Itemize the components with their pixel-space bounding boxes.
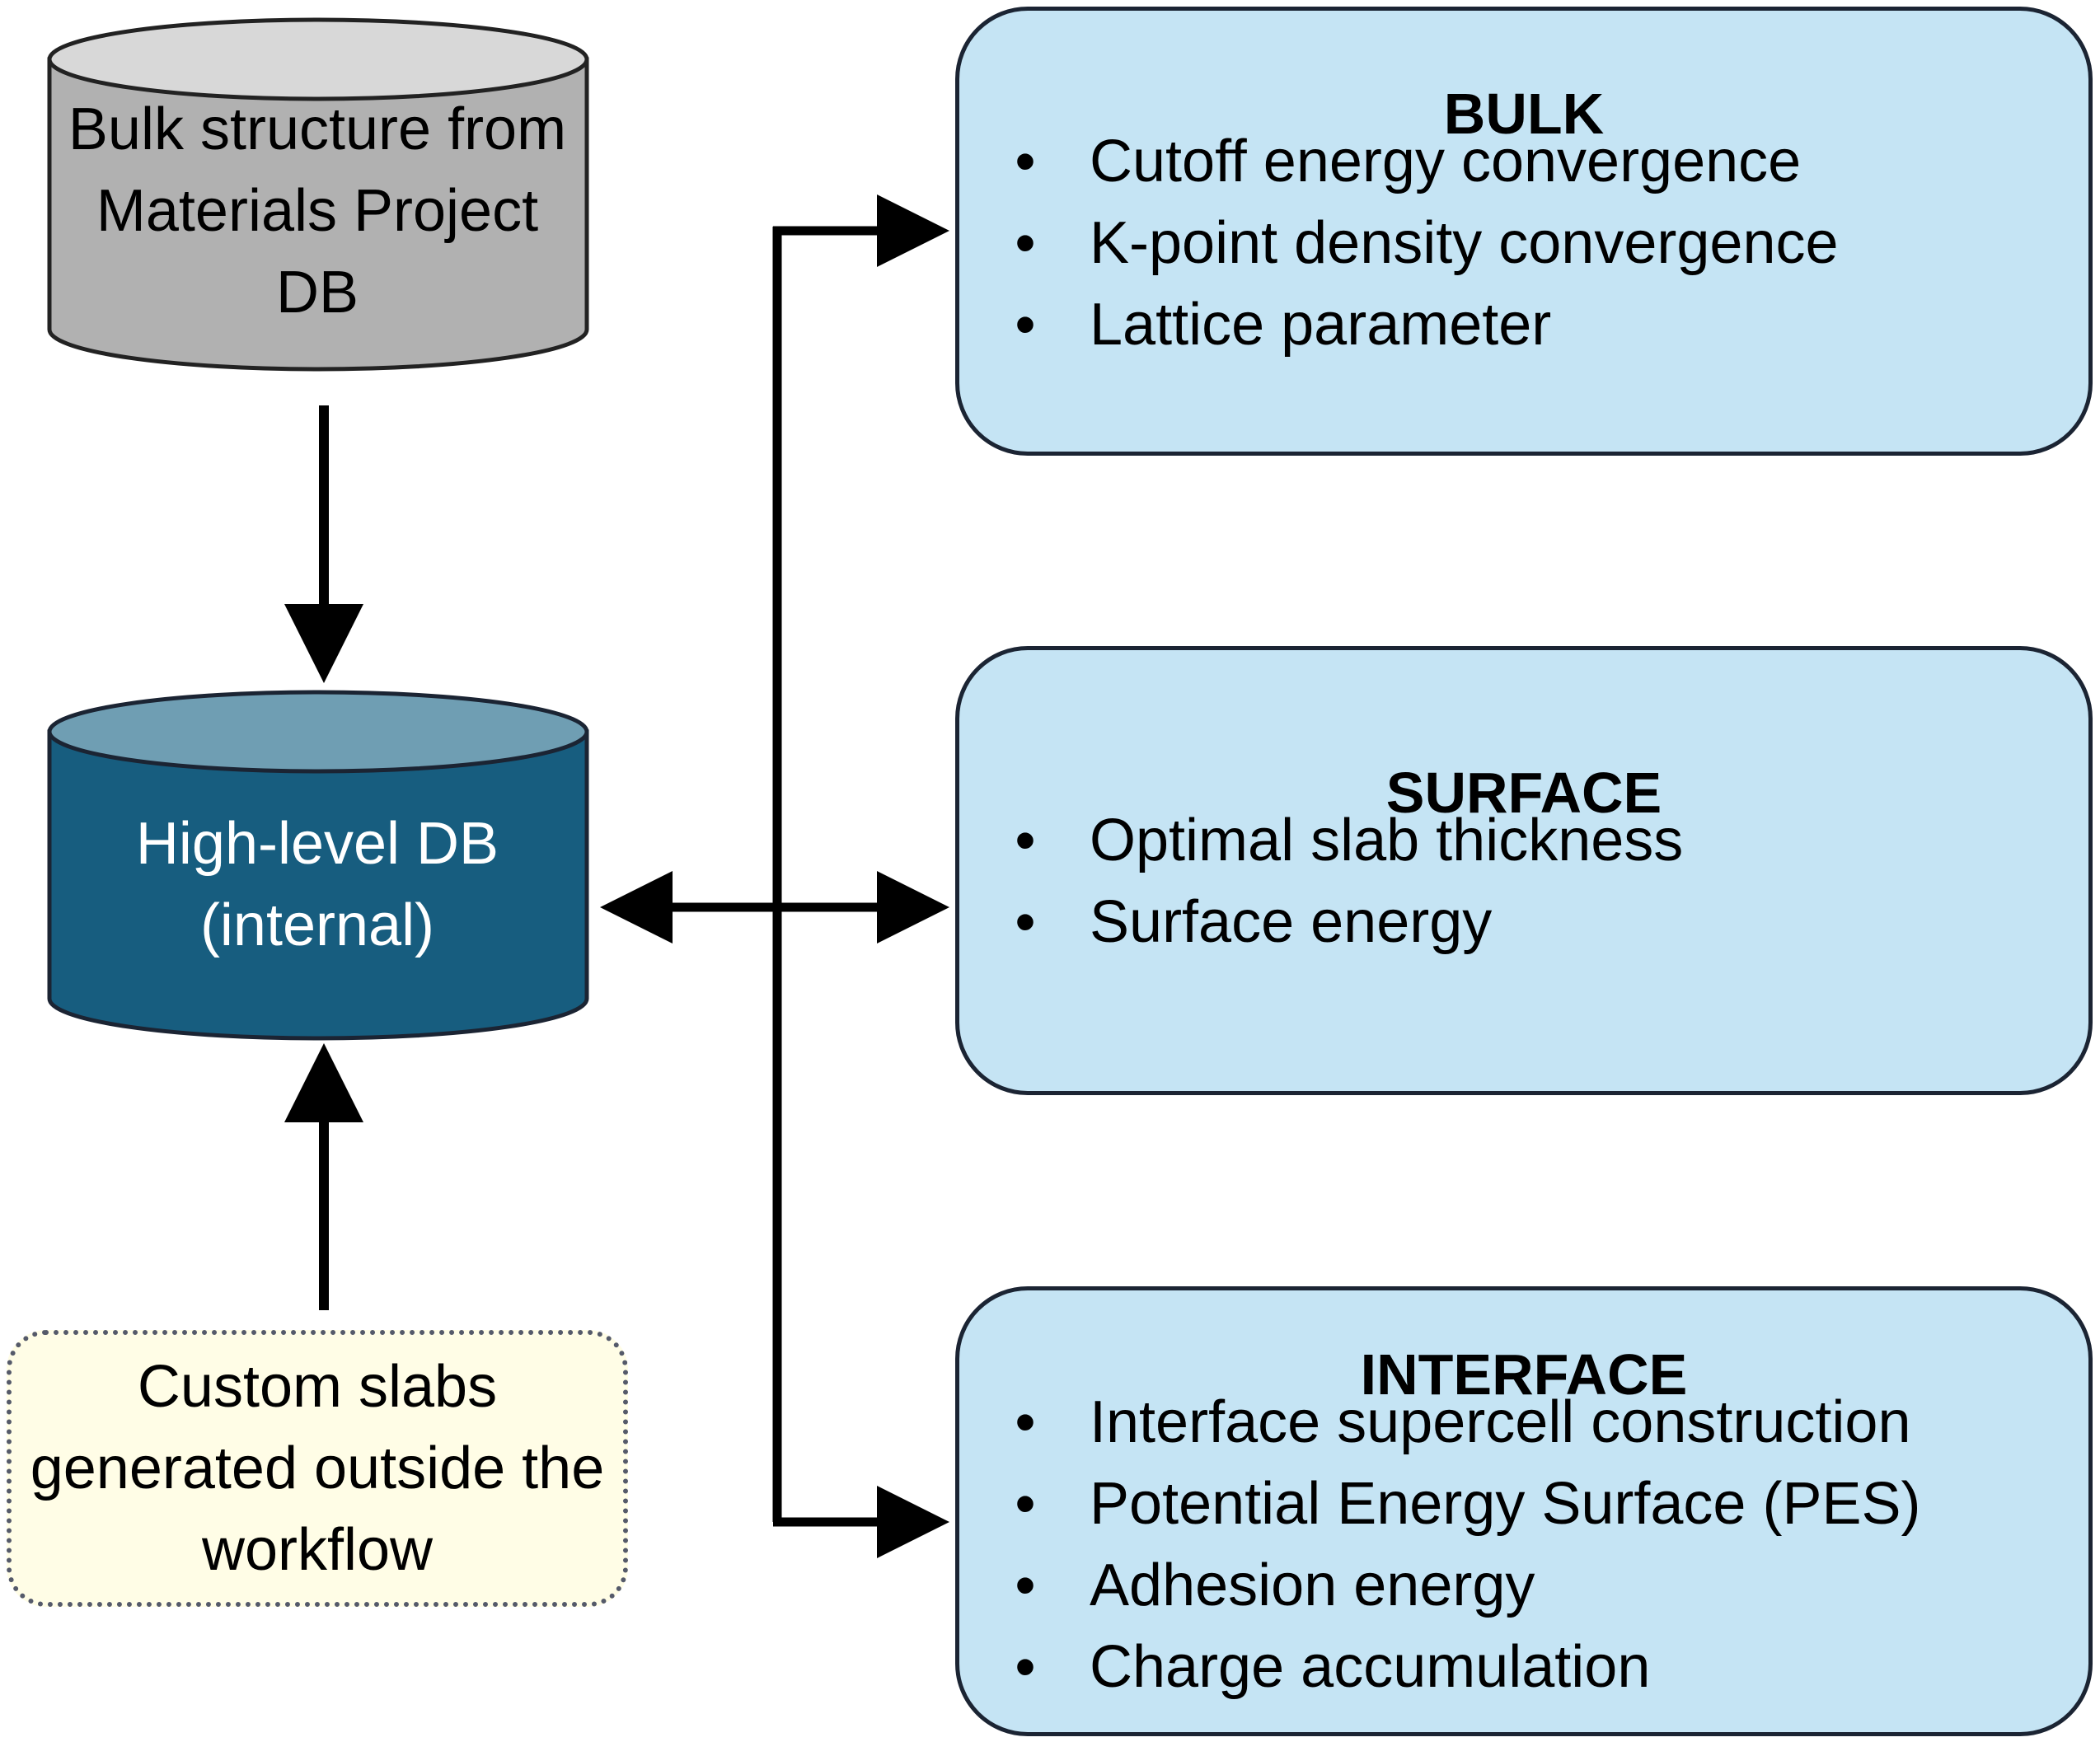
bullet: • [1015, 292, 1036, 358]
bulk-source-db [47, 17, 589, 372]
bullet: • [1015, 1471, 1036, 1537]
bullet: • [1015, 1552, 1036, 1618]
bullet: • [1015, 1634, 1036, 1700]
interface-item: Potential Energy Surface (PES) [1090, 1471, 1921, 1537]
surface-item: Optimal slab thickness [1090, 808, 1684, 873]
interface-item: Interface supercell construction [1090, 1389, 1911, 1455]
bulk-item: K-point density convergence [1090, 210, 1839, 276]
bulk-source-db-label: Bulk structure from Materials Project DB [68, 96, 567, 325]
bullet: • [1015, 129, 1036, 194]
workflow-connector [600, 194, 949, 1558]
bullet: • [1015, 889, 1036, 955]
surface-panel: SURFACE • Optimal slab thickness • Surface… [955, 646, 2093, 1095]
interface-panel: INTERFACE • Interface supercell construct… [955, 1286, 2093, 1736]
custom-slabs-box: Custom slabs generated outside the workf… [7, 1330, 628, 1607]
bullet: • [1015, 808, 1036, 873]
bulk-panel-title: BULK [1443, 82, 1605, 146]
bullet: • [1015, 210, 1036, 276]
internal-db [47, 690, 589, 1041]
surface-item: Surface energy [1090, 889, 1493, 955]
interface-item: Adhesion energy [1090, 1552, 1535, 1618]
interface-item: Charge accumulation [1090, 1634, 1651, 1700]
custom-slabs-label: Custom slabs generated outside the workf… [30, 1353, 605, 1583]
interface-panel-title: INTERFACE [1360, 1342, 1688, 1407]
bulk-item: Lattice parameter [1090, 292, 1552, 358]
bullet: • [1015, 1389, 1036, 1455]
bulk-item: Cutoff energy convergence [1090, 129, 1802, 194]
internal-db-label: High-level DB (internal) [135, 811, 499, 958]
bulk-panel: BULK • Cutoff energy convergence • K-point… [955, 7, 2093, 456]
surface-panel-title: SURFACE [1385, 761, 1662, 825]
